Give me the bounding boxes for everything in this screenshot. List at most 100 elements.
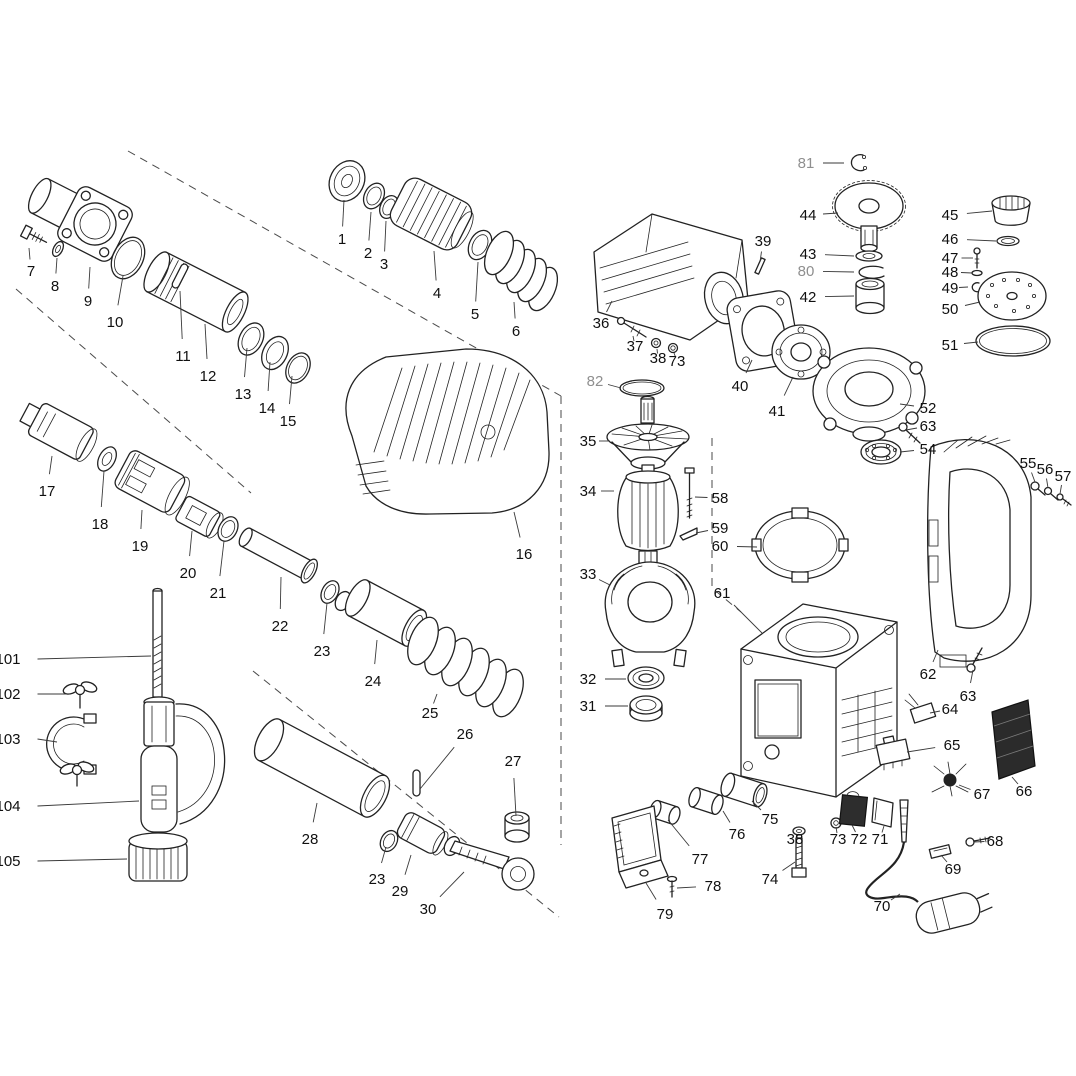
part-47-screw [973,247,981,269]
part-72-capacitor [838,791,869,827]
part-74-bolt [791,837,807,878]
part-label-23: 23 [314,643,331,660]
part-label-42: 42 [800,289,817,306]
part-30-crank-arm [443,835,535,891]
part-21-oring [217,516,239,542]
leader-line-66 [1011,776,1019,785]
part-label-47: 47 [942,250,959,267]
leader-line-69 [940,854,948,863]
part-71-bracket [871,797,894,828]
leader-line-11 [179,290,183,340]
leader-line-103 [37,738,58,743]
leader-line-51 [963,341,979,344]
part-label-21: 21 [210,585,227,602]
part-label-73: 73 [830,831,847,848]
part-label-35: 35 [580,433,597,450]
part-label-41: 41 [769,403,786,420]
leader-line-5 [475,261,479,302]
part-label-11: 11 [175,348,191,365]
part-14-ring [261,335,289,371]
part-81-circlip [850,154,868,172]
leader-line-54 [899,450,915,453]
leader-line-76 [722,810,731,823]
part-label-60: 60 [712,538,729,555]
part-label-10: 10 [107,314,124,331]
part-13-ring [237,322,265,356]
part-label-102: 102 [0,686,21,703]
part-65-switch [875,735,911,771]
part-label-29: 29 [392,883,409,900]
leader-line-73 [835,826,838,834]
leader-line-22 [279,576,282,610]
part-label-27: 27 [505,753,522,770]
part-label-12: 12 [200,368,217,385]
part-label-81: 81 [798,155,815,172]
part-label-75: 75 [762,811,779,828]
part-label-19: 19 [132,538,149,555]
part-33-stator [604,561,696,668]
part-59-clip [679,527,698,541]
leader-line-68 [973,841,985,843]
part-16-motor-housing-cover [345,348,550,515]
part-26-pin [412,769,421,797]
leader-line-41 [783,376,794,396]
part-label-31: 31 [580,698,597,715]
part-39-pin [754,257,766,275]
part-label-63: 63 [920,418,937,435]
leader-line-64 [929,710,941,714]
part-4-grip-sleeve [389,177,474,251]
part-label-8: 8 [51,278,59,295]
part-11-pin [171,263,189,289]
leader-line-14 [267,361,271,392]
leader-line-80 [822,270,855,273]
part-label-26: 26 [457,726,474,743]
part-label-103: 103 [0,731,21,748]
part-label-56: 56 [1037,461,1054,478]
part-label-40: 40 [732,378,749,395]
part-69-clip [928,844,952,859]
part-36-stator-housing [593,213,749,341]
part-45-cap [991,195,1031,226]
part-label-70: 70 [874,898,891,915]
leader-line-75 [751,800,762,811]
leader-line-61 [733,604,763,634]
part-label-105: 105 [0,853,21,870]
part-12-cylinder [143,251,249,333]
assembly-motor-and-housing [593,154,1072,934]
part-label-69: 69 [945,861,962,878]
leader-line-73 [673,352,676,358]
leader-line-101 [37,655,152,660]
part-label-36: 36 [593,315,610,332]
leader-line-6 [513,301,516,319]
part-label-63: 63 [960,688,977,705]
leader-line-71 [881,825,885,833]
part-label-48: 48 [942,264,959,281]
leader-line-60 [736,546,758,548]
part-label-13: 13 [235,386,252,403]
leader-line-62 [932,649,939,663]
leader-line-72 [851,824,856,833]
leader-line-3 [384,220,387,252]
part-63-screw-b [966,647,983,673]
part-label-37: 37 [627,338,644,355]
part-label-74: 74 [762,871,779,888]
part-58-screw [684,467,695,519]
part-label-72: 72 [851,831,868,848]
part-label-1: 1 [338,231,346,248]
leader-line-67 [958,784,971,790]
part-label-15: 15 [280,413,297,430]
leader-line-17 [48,455,53,475]
part-8-washer [51,240,65,258]
part-label-80: 80 [798,263,815,280]
part-label-65: 65 [944,737,961,754]
part-label-79: 79 [657,906,674,923]
part-label-77: 77 [692,851,709,868]
part-label-78: 78 [705,878,722,895]
part-label-38: 38 [650,350,667,367]
part-label-16: 16 [516,546,533,563]
part-label-6: 6 [512,323,520,340]
leader-line-16 [513,511,521,538]
part-label-32: 32 [580,671,597,688]
